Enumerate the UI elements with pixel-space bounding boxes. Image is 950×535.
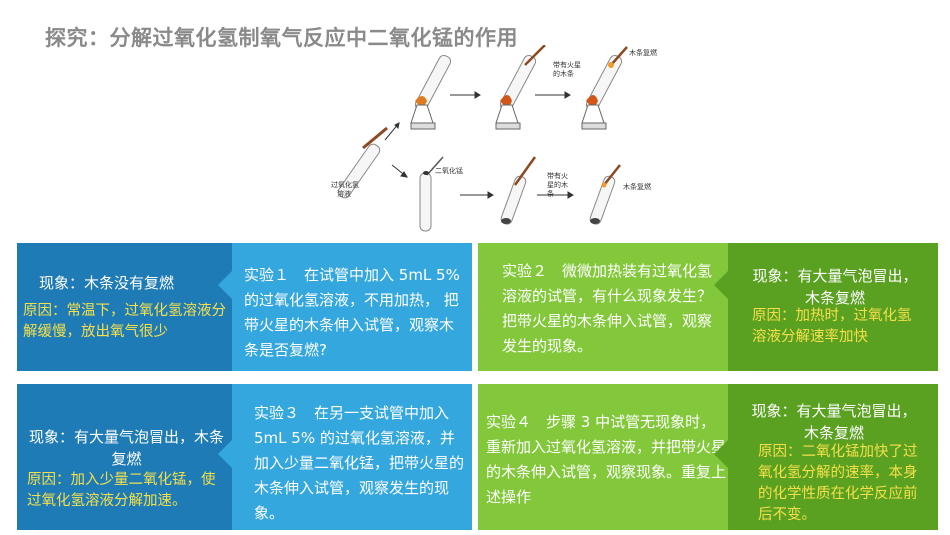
row1-exp1: 实验１ 在试管中加入 5mL 5% 的过氧化氢溶液，不用加热， 把带火星的木条伸… (218, 243, 472, 371)
row2-exp4: 实验４ 步骤 3 中试管无现象时，重新加入过氧化氢溶液，并把带火星的木条伸入试管… (478, 384, 728, 530)
heated-tube-1 (410, 54, 452, 130)
row1-exp1-pointer (218, 271, 232, 299)
row2-right-pointer (714, 440, 728, 468)
label-splint-2c: 条 (547, 189, 554, 198)
label-splint-1b: 的木条 (553, 69, 574, 78)
row2-exp4-text: 实验４ 步骤 3 中试管无现象时，重新加入过氧化氢溶液，并把带火星的木条伸入试管… (486, 413, 727, 506)
row2-right-reason: 原因：二氧化锰加快了过氧化氢分解的速率，本身的化学性质在化学反应前后不变。 (758, 444, 918, 523)
label-h2o2-2: 溶液 (337, 189, 351, 198)
label-reignite-2: 木条复燃 (623, 182, 651, 191)
row1-exp1-text: 实验１ 在试管中加入 5mL 5% 的过氧化氢溶液，不用加热， 把带火星的木条伸… (244, 266, 460, 359)
row1-right-phenomenon: 现象：有大量气泡冒出，木条复燃 (752, 267, 918, 307)
row2-exp3-text: 实验３ 在另一支试管中加入 5mL 5% 的过氧化氢溶液，并加入少量二氧化锰，把… (254, 404, 465, 522)
row2-left-phenomenon: 现象：有大量气泡冒出，木条复燃 (29, 428, 225, 468)
row1-right-result: 现象：有大量气泡冒出，木条复燃 原因：加热时，过氧化氢溶液分解速率加快 (714, 243, 938, 371)
mno2-tube-splint (500, 156, 537, 225)
row2-right-result: 现象：有大量气泡冒出，木条复燃 原因：二氧化锰加快了过氧化氢分解的速率，本身的化… (714, 384, 938, 530)
test-tube-h2o2 (337, 126, 388, 199)
row1-right-reason: 原因：加热时，过氧化氢溶液分解速率加快 (752, 308, 912, 345)
label-mno2: 二氧化锰 (435, 166, 463, 175)
row2-exp3: 实验３ 在另一支试管中加入 5mL 5% 的过氧化氢溶液，并加入少量二氧化锰，把… (218, 384, 472, 530)
row2-left-reason: 原因：加入少量二氧化锰，使过氧化氢溶液分解加速。 (27, 472, 216, 509)
label-splint-1a: 带有火星 (553, 60, 581, 69)
test-tube-mno2 (419, 156, 444, 232)
mno2-tube-reignite (589, 164, 621, 225)
heated-tube-2 (495, 45, 546, 130)
row1-left-result: 现象：木条没有复燃 原因：常温下，过氧化氢溶液分解缓慢，放出氧气很少 (17, 243, 232, 371)
row1-exp2: 实验２ 微微加热装有过氧化氢溶液的试管，有什么现象发生？把带火星的木条伸入试管，… (478, 243, 728, 371)
label-splint-2b: 星的木 (547, 180, 568, 189)
row1-left-phenomenon: 现象：木条没有复燃 (39, 274, 175, 292)
heated-tube-3 (581, 46, 628, 130)
row1-exp2-text: 实验２ 微微加热装有过氧化氢溶液的试管，有什么现象发生？把带火星的木条伸入试管，… (502, 262, 713, 355)
row1-right-pointer (714, 271, 728, 299)
label-reignite-1: 木条复燃 (629, 48, 657, 57)
row2-left-result: 现象：有大量气泡冒出，木条复燃 原因：加入少量二氧化锰，使过氧化氢溶液分解加速。 (17, 384, 232, 530)
row2-exp3-pointer (218, 440, 232, 468)
label-h2o2-1: 过氧化氢 (331, 180, 359, 189)
label-splint-2a: 带有火 (547, 171, 568, 180)
page-title: 探究：分解过氧化氢制氧气反应中二氧化锰的作用 (45, 26, 518, 50)
row1-left-reason: 原因：常温下，过氧化氢溶液分解缓慢，放出氧气很少 (23, 303, 226, 340)
experiment-illustration: 过氧化氢 溶液 带有火星 的木条 (331, 45, 657, 232)
row2-right-phenomenon: 现象：有大量气泡冒出，木条复燃 (751, 402, 917, 442)
